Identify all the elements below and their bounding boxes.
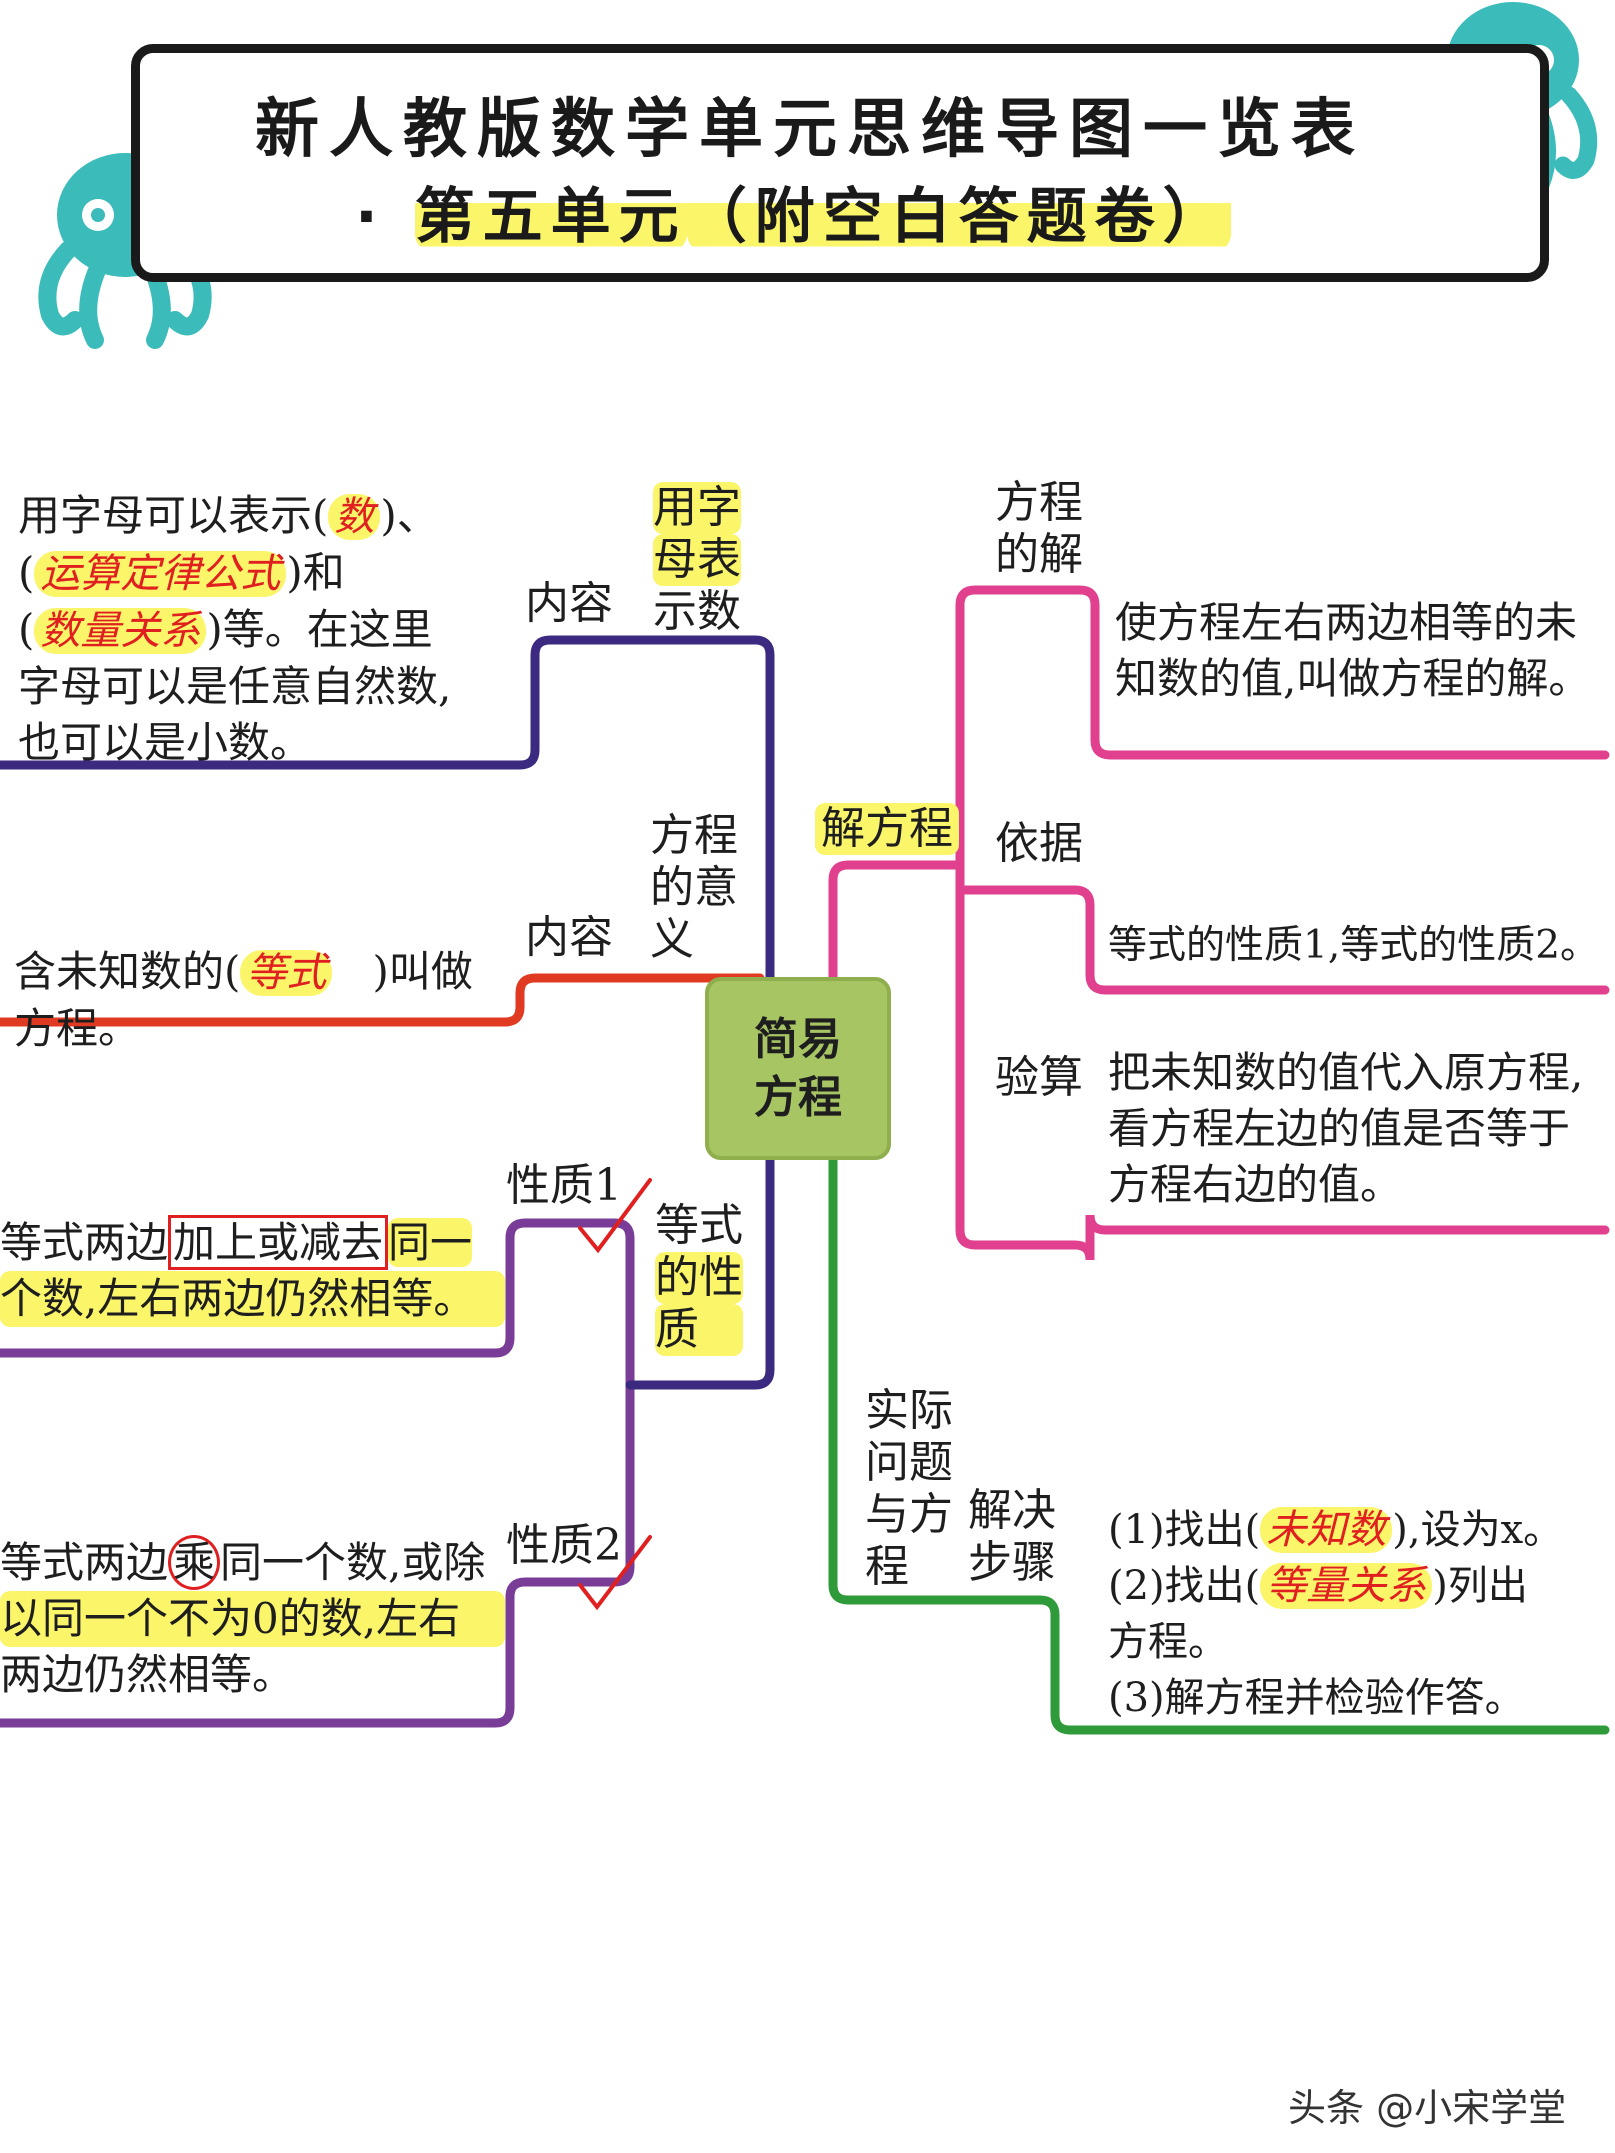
check-content: 把未知数的值代入原方程, 看方程左边的值是否等于 方程右边的值。 <box>1108 1048 1584 1209</box>
sub-label-property-1: 性质1 <box>506 1160 622 1211</box>
handwritten-answer: 等量关系 <box>1260 1563 1433 1609</box>
sub-label-solution: 方程 的解 <box>995 477 1083 580</box>
page-title: 新人教版数学单元思维导图一览表 <box>255 93 1365 167</box>
boxed-keyword: 加上或减去 <box>168 1215 389 1270</box>
sub-label-check: 验算 <box>995 1052 1083 1103</box>
branch-label-line: 母表 <box>653 534 741 586</box>
branch-label-line: 方程 <box>650 810 738 861</box>
branch-label-line: 的性 <box>655 1252 743 1304</box>
handwritten-answer: 等式 <box>240 950 333 996</box>
branch-label-line: 用字 <box>653 482 741 534</box>
handwritten-answer: 运算定律公式 <box>34 551 287 597</box>
center-node-line: 简易 <box>754 1013 842 1065</box>
unit-name: 第五单元 <box>414 182 687 252</box>
sub-label-steps: 解决 步骤 <box>968 1485 1056 1588</box>
circled-keyword: 乘 <box>168 1535 221 1590</box>
handwritten-answer: 数量关系 <box>34 608 207 654</box>
meaning-content: 含未知数的(等式 )叫做 方程。 <box>14 947 473 1053</box>
branch-label-line: 义 <box>650 914 694 965</box>
subtitle-note: （附空白答题卷） <box>686 182 1231 252</box>
sub-label-content: 内容 <box>525 912 613 963</box>
property-2-content: 等式两边乘同一个数,或除 以同一个不为0的数,左右 两边仍然相等。 <box>0 1535 505 1703</box>
title-frame <box>131 44 1549 282</box>
sub-label-property-2: 性质2 <box>506 1520 622 1571</box>
solution-content: 使方程左右两边相等的未 知数的值,叫做方程的解。 <box>1115 598 1591 703</box>
bullet: · <box>355 182 386 252</box>
basis-content: 等式的性质1,等式的性质2。 <box>1108 923 1600 968</box>
branch-label-properties: 等式 的性 质 <box>655 1200 743 1356</box>
branch-label-letters: 用字 母表 示数 <box>653 482 741 638</box>
steps-content: (1)找出(未知数),设为x。 (2)找出(等量关系)列出 方程。 (3)解方程… <box>1108 1507 1564 1721</box>
check-mark-icon <box>578 1178 652 1254</box>
sub-label-content: 内容 <box>525 578 613 629</box>
branch-label-practice: 实际 问题 与方 程 <box>865 1385 953 1592</box>
branch-label-meaning: 方程 的意 义 <box>650 810 738 966</box>
branch-label-line: 示数 <box>653 586 741 637</box>
page-subtitle: · 第五单元（附空白答题卷） <box>355 168 1405 255</box>
center-node-line: 方程 <box>754 1071 842 1123</box>
property-1-content: 等式两边加上或减去同一 个数,左右两边仍然相等。 <box>0 1215 505 1327</box>
center-node: 简易 方程 <box>705 977 891 1160</box>
branch-label-solve: 解方程 <box>815 803 959 855</box>
sub-label-basis: 依据 <box>995 818 1083 869</box>
check-mark-icon <box>578 1535 652 1611</box>
watermark: 头条 @小宋学堂 <box>1288 2086 1567 2130</box>
letters-content: 用字母可以表示(数)、 (运算定律公式)和 (数量关系)等。在这里 字母可以是任… <box>18 491 452 767</box>
branch-label-line: 等式 <box>655 1200 743 1251</box>
handwritten-answer: 未知数 <box>1260 1507 1393 1553</box>
branch-label-line: 的意 <box>650 862 738 913</box>
handwritten-answer: 数 <box>328 494 381 540</box>
branch-label-line: 质 <box>655 1304 743 1356</box>
